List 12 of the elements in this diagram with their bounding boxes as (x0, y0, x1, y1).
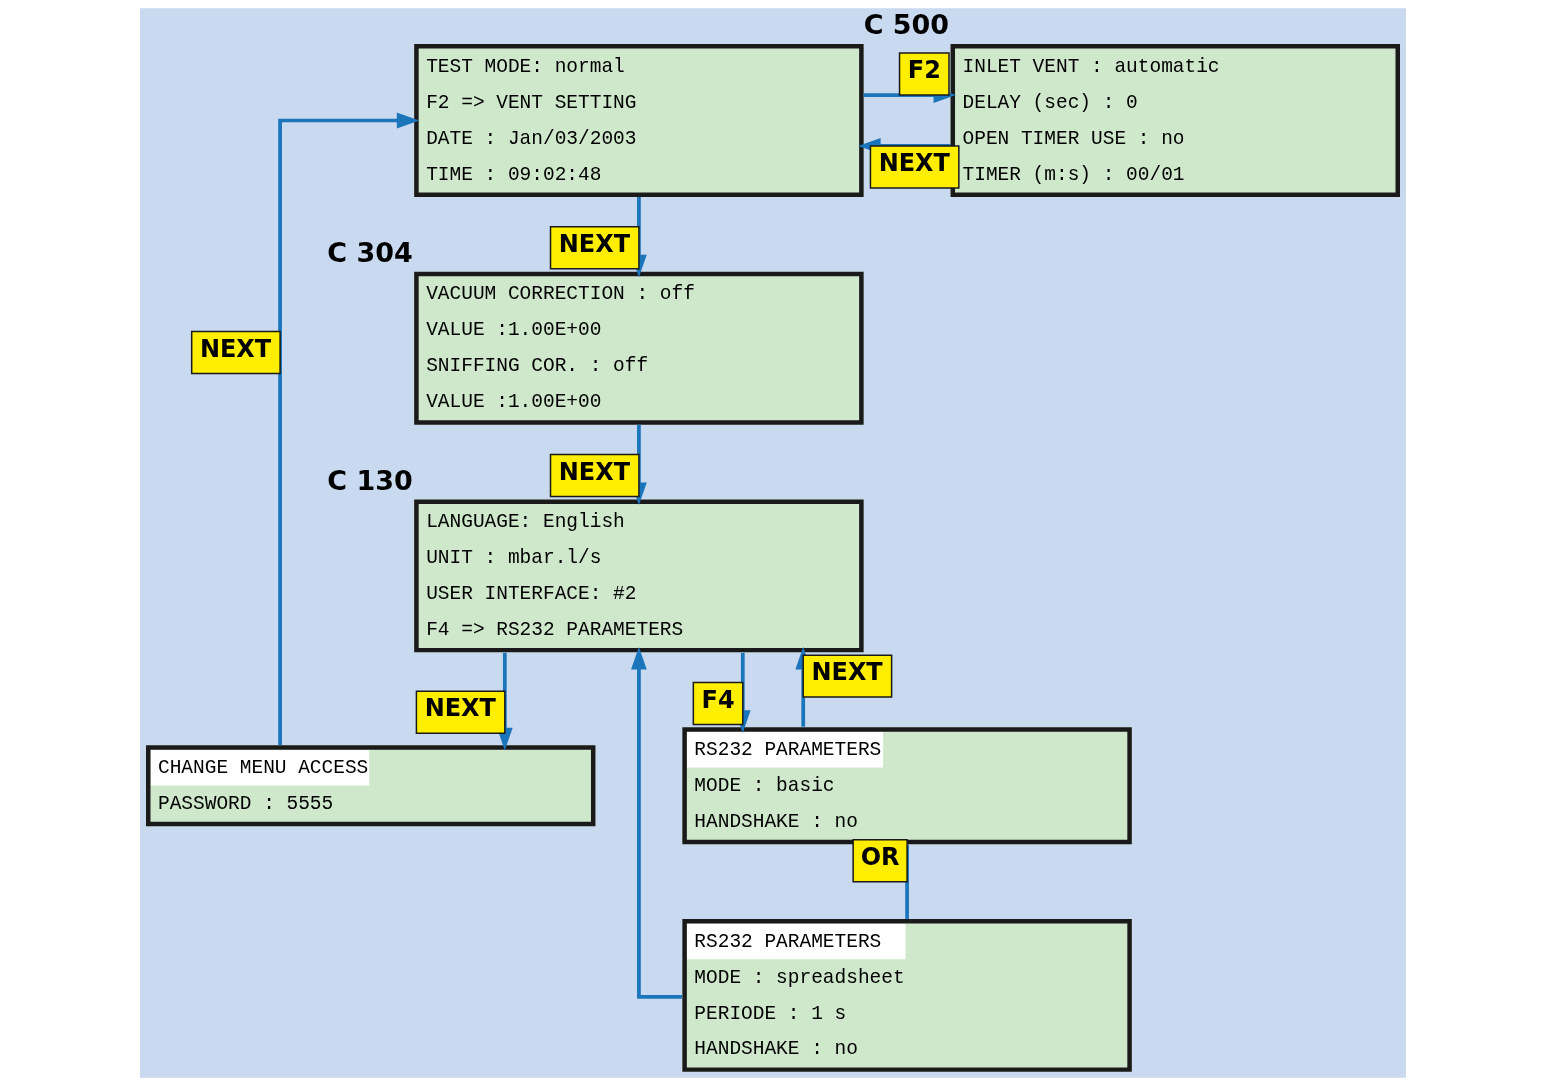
node-label: C 304 (326, 236, 413, 268)
edge-label: OR (860, 843, 899, 872)
edge-label: F4 (701, 685, 735, 714)
edge-label: F2 (907, 56, 941, 85)
edge-label: NEXT (878, 149, 950, 178)
node-label: C 500 (863, 9, 949, 41)
edge-label: NEXT (810, 658, 883, 687)
edge-label: NEXT (558, 457, 630, 486)
node-label: C 130 (326, 464, 413, 496)
edge-label: NEXT (424, 694, 496, 723)
edge-label: NEXT (558, 229, 630, 258)
edge-label: NEXT (199, 334, 271, 363)
